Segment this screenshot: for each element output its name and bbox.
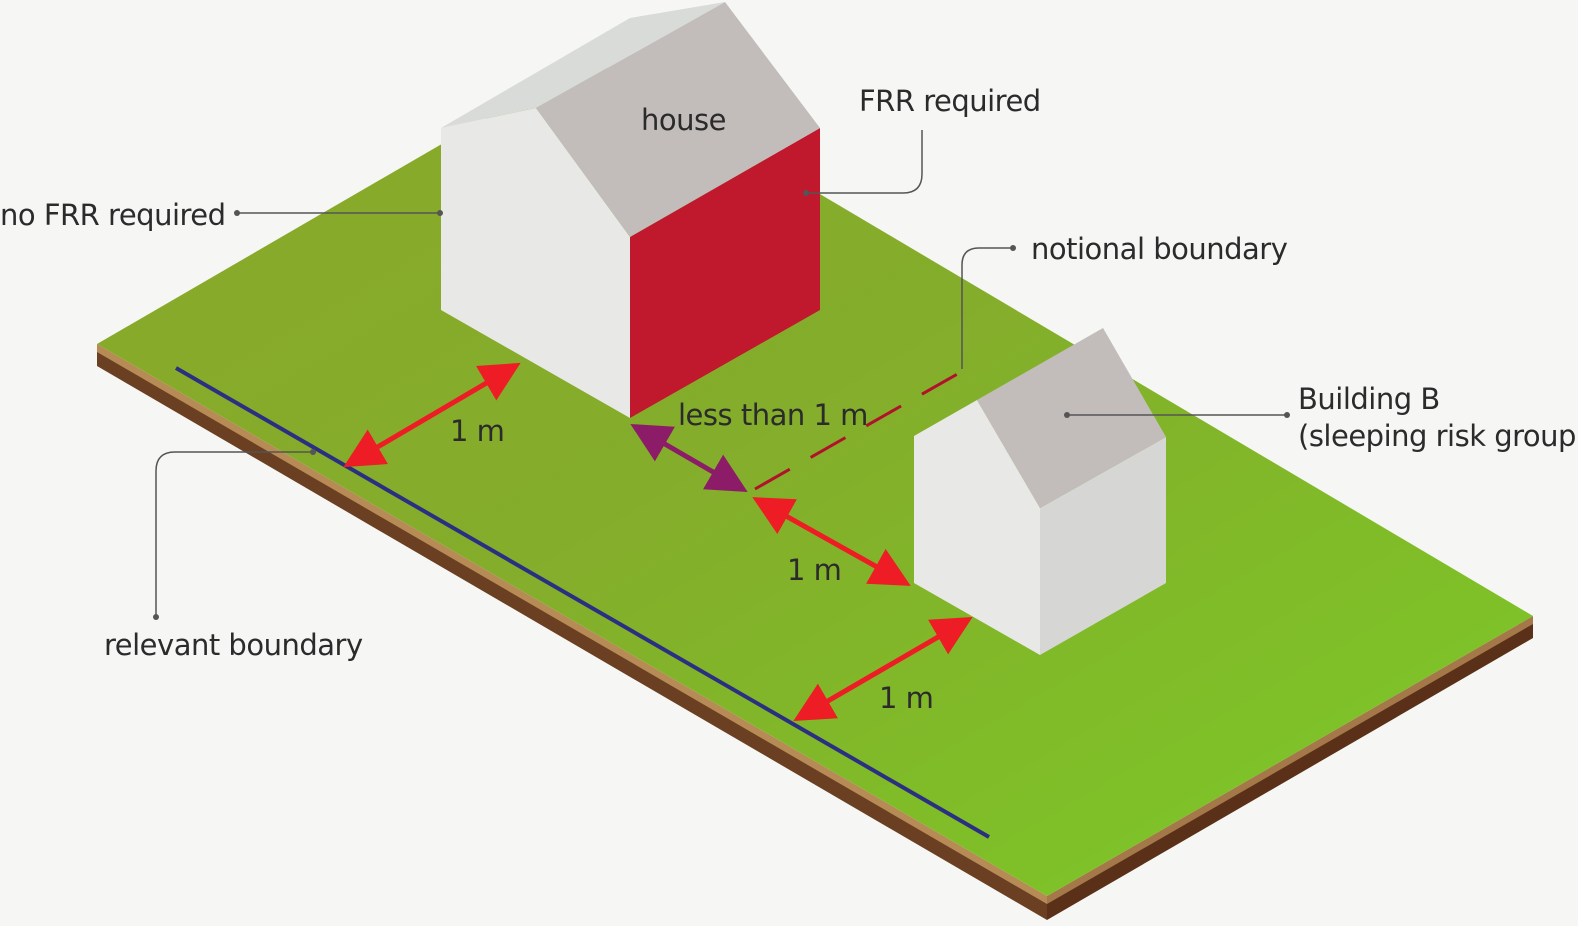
building-b-label-line2: (sleeping risk group) [1298, 419, 1578, 453]
leader-frr-required [806, 130, 923, 194]
notional-boundary-label: notional boundary [1031, 232, 1288, 266]
dimension-arrow-house-to-boundary [343, 362, 521, 468]
leader-dot [1064, 412, 1070, 418]
soil-left-side [97, 348, 1047, 920]
dimension-arrow-building-b-to-boundary [793, 616, 973, 722]
notional-boundary-line [754, 362, 976, 491]
soil-right-top-edge [1047, 616, 1533, 904]
house-frr-wall [630, 128, 820, 418]
dimension-arrow-notional-to-building-b [752, 497, 911, 586]
building-b-gable-wall [914, 400, 1040, 655]
building-b [914, 328, 1166, 655]
dimension-arrow-less-than-1m [630, 423, 748, 493]
house-roof-main [536, 2, 820, 237]
leader-dot [437, 210, 443, 216]
building-b-label-line1: Building B [1298, 382, 1440, 416]
dimension-label-1m: 1 m [787, 553, 842, 587]
house-gable-wall [441, 108, 630, 418]
building-b-side-wall [1040, 437, 1166, 655]
leader-dot [310, 449, 316, 455]
leader-relevant-boundary [155, 451, 313, 617]
soil-left-top-edge [97, 344, 1047, 904]
dimension-label-1m: 1 m [879, 681, 934, 715]
less-than-1m-label: less than 1 m [678, 398, 868, 432]
building-b-roof [977, 328, 1166, 508]
leader-dot [153, 614, 159, 620]
leader-dot [1010, 245, 1016, 251]
relevant-boundary-label: relevant boundary [104, 628, 363, 662]
frr-required-label: FRR required [859, 84, 1041, 118]
house [441, 2, 820, 418]
leader-dot [803, 190, 809, 196]
house-label: house [641, 103, 726, 137]
house-roof-ridge [441, 2, 725, 128]
leader-dot [234, 210, 240, 216]
leader-notional-boundary [961, 247, 1013, 369]
no-frr-required-label: no FRR required [0, 198, 226, 232]
relevant-boundary-line [175, 366, 990, 839]
leader-dot [1284, 412, 1290, 418]
soil-right-side [1047, 620, 1533, 920]
dimension-label-1m: 1 m [450, 414, 505, 448]
